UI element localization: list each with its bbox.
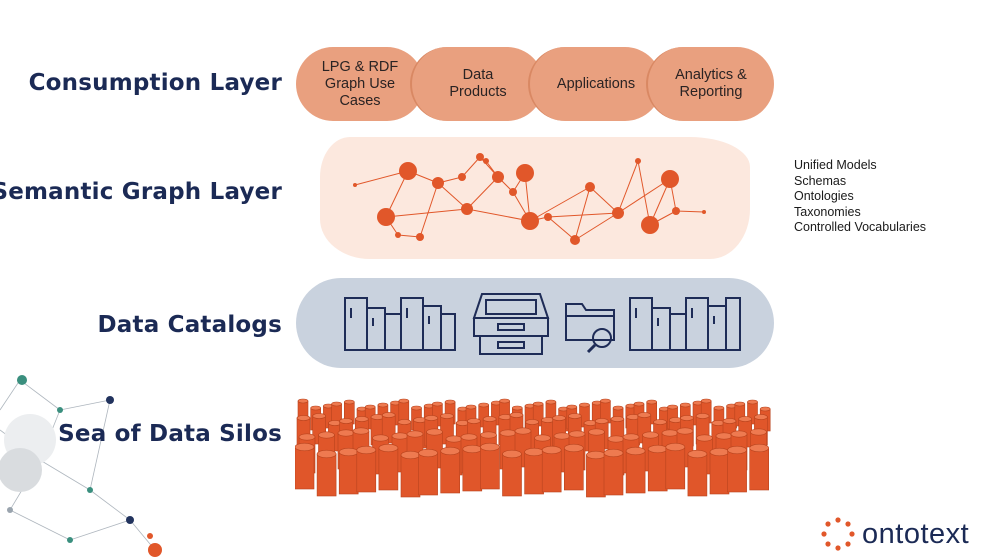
graph-node bbox=[544, 213, 552, 221]
file-drawer-icon bbox=[472, 293, 550, 355]
semantic-graph-network bbox=[353, 153, 706, 245]
graph-edge bbox=[574, 212, 619, 241]
graph-node bbox=[395, 232, 401, 238]
graph-node bbox=[612, 207, 624, 219]
graph-edge bbox=[437, 182, 468, 210]
data-silos-cylinders bbox=[295, 398, 771, 498]
pill-graph-use-cases: LPG & RDF Graph Use Cases bbox=[296, 47, 424, 121]
graph-edge bbox=[637, 160, 651, 226]
data-silo-cylinder bbox=[586, 450, 606, 498]
graph-node bbox=[635, 158, 641, 164]
data-silo-cylinder bbox=[316, 449, 337, 497]
decorative-network-graphic bbox=[0, 375, 162, 557]
semantic-item: Schemas bbox=[794, 173, 847, 188]
data-silo-cylinder bbox=[603, 448, 624, 496]
data-silo-cylinder bbox=[343, 399, 355, 425]
graph-edge bbox=[354, 170, 409, 186]
graph-node bbox=[476, 153, 484, 161]
data-silo-cylinder bbox=[356, 445, 377, 493]
graph-edge bbox=[547, 212, 619, 218]
data-silo-cylinder bbox=[524, 447, 544, 495]
data-silo-cylinder bbox=[444, 399, 456, 425]
data-silo-cylinder bbox=[687, 449, 708, 497]
graph-edge bbox=[529, 186, 591, 222]
graph-edge bbox=[547, 216, 576, 241]
data-silo-cylinder bbox=[400, 450, 421, 498]
graph-node bbox=[399, 162, 417, 180]
sea-of-data-silos-label: Sea of Data Silos bbox=[58, 421, 282, 447]
binders-icon bbox=[629, 297, 741, 351]
data-silo-cylinder bbox=[378, 443, 399, 491]
semantic-graph-background bbox=[320, 137, 750, 259]
data-catalogs-label: Data Catalogs bbox=[97, 312, 282, 338]
graph-node bbox=[672, 207, 680, 215]
data-silo-cylinder bbox=[727, 445, 747, 493]
pill-applications: Applications bbox=[528, 47, 662, 121]
data-silo-cylinder bbox=[462, 444, 483, 492]
ontotext-dots-icon bbox=[821, 517, 855, 551]
graph-edge bbox=[419, 182, 439, 238]
data-silo-cylinder bbox=[440, 446, 460, 494]
ontotext-logo: ontotext bbox=[820, 516, 969, 552]
semantic-item: Ontologies bbox=[794, 189, 854, 203]
data-silo-cylinder bbox=[502, 449, 522, 497]
graph-node bbox=[570, 235, 580, 245]
graph-edge bbox=[574, 186, 591, 241]
pill-analytics-reporting: Analytics & Reporting bbox=[646, 47, 774, 121]
data-silo-cylinder bbox=[418, 448, 438, 496]
data-silo-cylinder bbox=[499, 398, 510, 424]
graph-edge bbox=[385, 208, 468, 218]
data-silo-cylinder bbox=[295, 442, 315, 490]
consumption-layer-label: Consumption Layer bbox=[28, 70, 282, 96]
data-silo-cylinder bbox=[665, 442, 686, 490]
graph-node bbox=[461, 203, 473, 215]
graph-node bbox=[432, 177, 444, 189]
graph-node bbox=[458, 173, 466, 181]
graph-node bbox=[641, 216, 659, 234]
pill-data-products: Data Products bbox=[410, 47, 544, 121]
graph-edge bbox=[617, 178, 671, 214]
graph-edge bbox=[589, 186, 619, 214]
graph-node bbox=[521, 212, 539, 230]
data-silo-cylinder bbox=[709, 447, 730, 495]
data-silo-cylinder bbox=[747, 399, 758, 425]
graph-node bbox=[585, 182, 595, 192]
graph-node bbox=[661, 170, 679, 188]
graph-edge bbox=[466, 176, 499, 210]
graph-node bbox=[483, 158, 489, 164]
semantic-graph-layer-label: Semantic Graph Layer bbox=[0, 179, 282, 205]
graph-node bbox=[353, 183, 357, 187]
data-silo-cylinder bbox=[563, 443, 584, 491]
graph-node bbox=[492, 171, 504, 183]
data-silo-cylinder bbox=[647, 444, 668, 492]
data-silo-cylinder bbox=[625, 446, 646, 494]
graph-node bbox=[509, 188, 517, 196]
semantic-item: Taxonomies bbox=[794, 204, 861, 219]
data-silo-cylinder bbox=[480, 442, 500, 490]
semantic-items-list: Unified Models Schemas Ontologies Taxono… bbox=[794, 158, 926, 236]
data-silo-cylinder bbox=[749, 443, 770, 491]
graph-edge bbox=[461, 156, 481, 178]
semantic-item: Unified Models bbox=[794, 158, 877, 172]
brand-name: ontotext bbox=[862, 517, 970, 550]
graph-node bbox=[702, 210, 706, 214]
graph-node bbox=[377, 208, 395, 226]
graph-edge bbox=[466, 208, 531, 222]
data-silo-cylinder bbox=[541, 445, 562, 493]
graph-edge bbox=[617, 160, 639, 214]
data-silo-cylinder bbox=[338, 447, 359, 495]
data-silo-cylinder bbox=[398, 398, 410, 424]
folder-search-icon bbox=[565, 303, 615, 354]
graph-node bbox=[416, 233, 424, 241]
semantic-item: Controlled Vocabularies bbox=[794, 220, 927, 234]
binders-icon bbox=[344, 297, 456, 351]
graph-edge bbox=[675, 210, 705, 213]
graph-node bbox=[516, 164, 534, 182]
data-silo-cylinder bbox=[545, 399, 557, 425]
